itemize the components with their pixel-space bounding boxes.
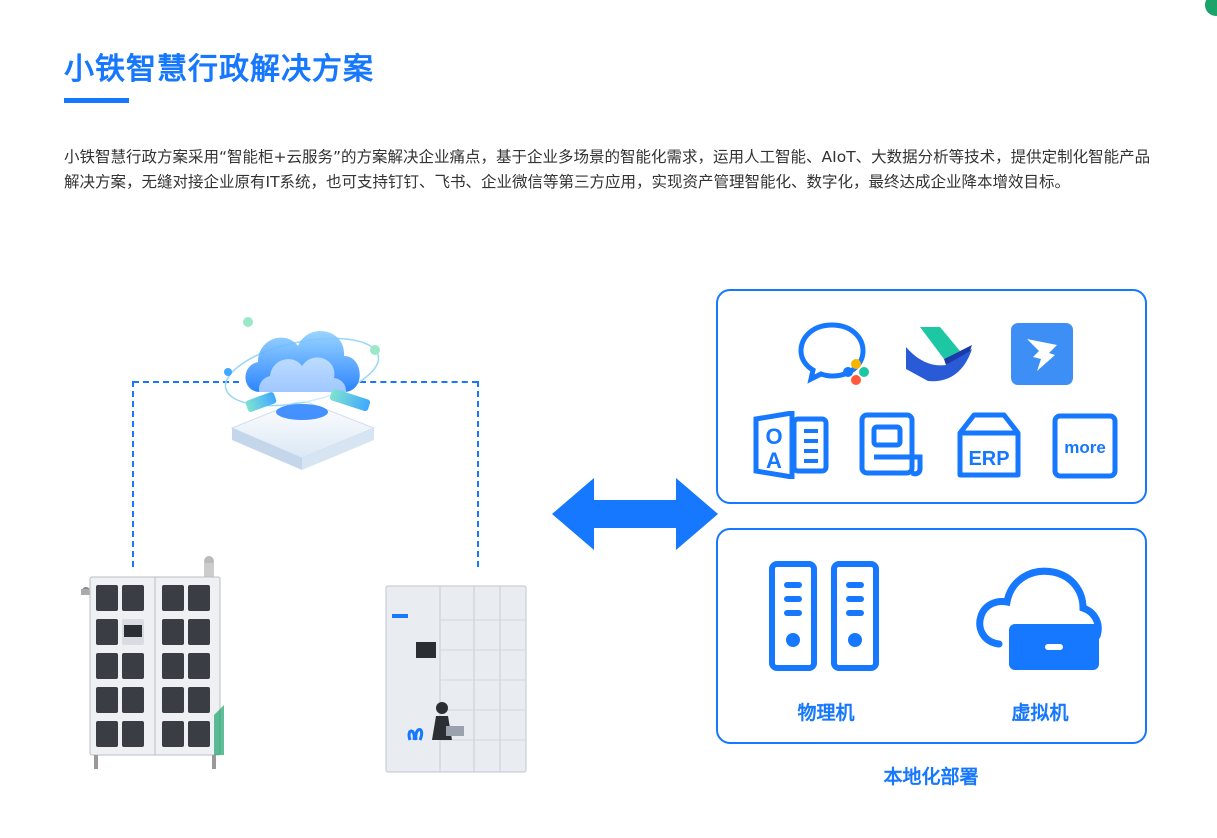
- smart-locker-right: [385, 585, 527, 773]
- virtual-machine-label: 虚拟机: [1011, 702, 1069, 724]
- document-icon: [859, 412, 923, 477]
- double-arrow-icon: [552, 478, 718, 550]
- wechat-work-icon: [798, 322, 869, 385]
- feishu-icon: [906, 327, 972, 382]
- corner-decoration: [1205, 0, 1217, 16]
- physical-machine-label: 物理机: [797, 702, 855, 724]
- oa-icon: O A: [753, 411, 829, 479]
- connector-line: [133, 381, 239, 383]
- dingtalk-icon: [1011, 323, 1073, 385]
- smart-locker-left: [81, 556, 224, 769]
- local-deployment-panel: 物理机 虚拟机: [716, 528, 1147, 744]
- virtual-machine-icon: [976, 567, 1102, 670]
- cloud-service-icon: [224, 317, 380, 470]
- physical-server-icon: [769, 561, 879, 671]
- third-party-apps-panel: O A ERP more: [716, 289, 1147, 504]
- connector-line: [132, 381, 134, 567]
- connector-line: [360, 381, 478, 383]
- intro-paragraph: 小铁智慧行政方案采用“智能柜+云服务”的方案解决企业痛点，基于企业多场景的智能化…: [64, 148, 1151, 191]
- svg-text:ERP: ERP: [968, 448, 1009, 470]
- more-apps-icon: more: [1052, 413, 1118, 479]
- local-deployment-caption: 本地化部署: [883, 766, 979, 788]
- svg-text:more: more: [1064, 438, 1106, 457]
- page-title: 小铁智慧行政解决方案: [64, 52, 374, 87]
- svg-text:O: O: [765, 424, 782, 449]
- title-underline: [64, 98, 129, 103]
- connector-line: [477, 381, 479, 567]
- svg-text:A: A: [766, 448, 782, 473]
- erp-icon: ERP: [957, 412, 1021, 478]
